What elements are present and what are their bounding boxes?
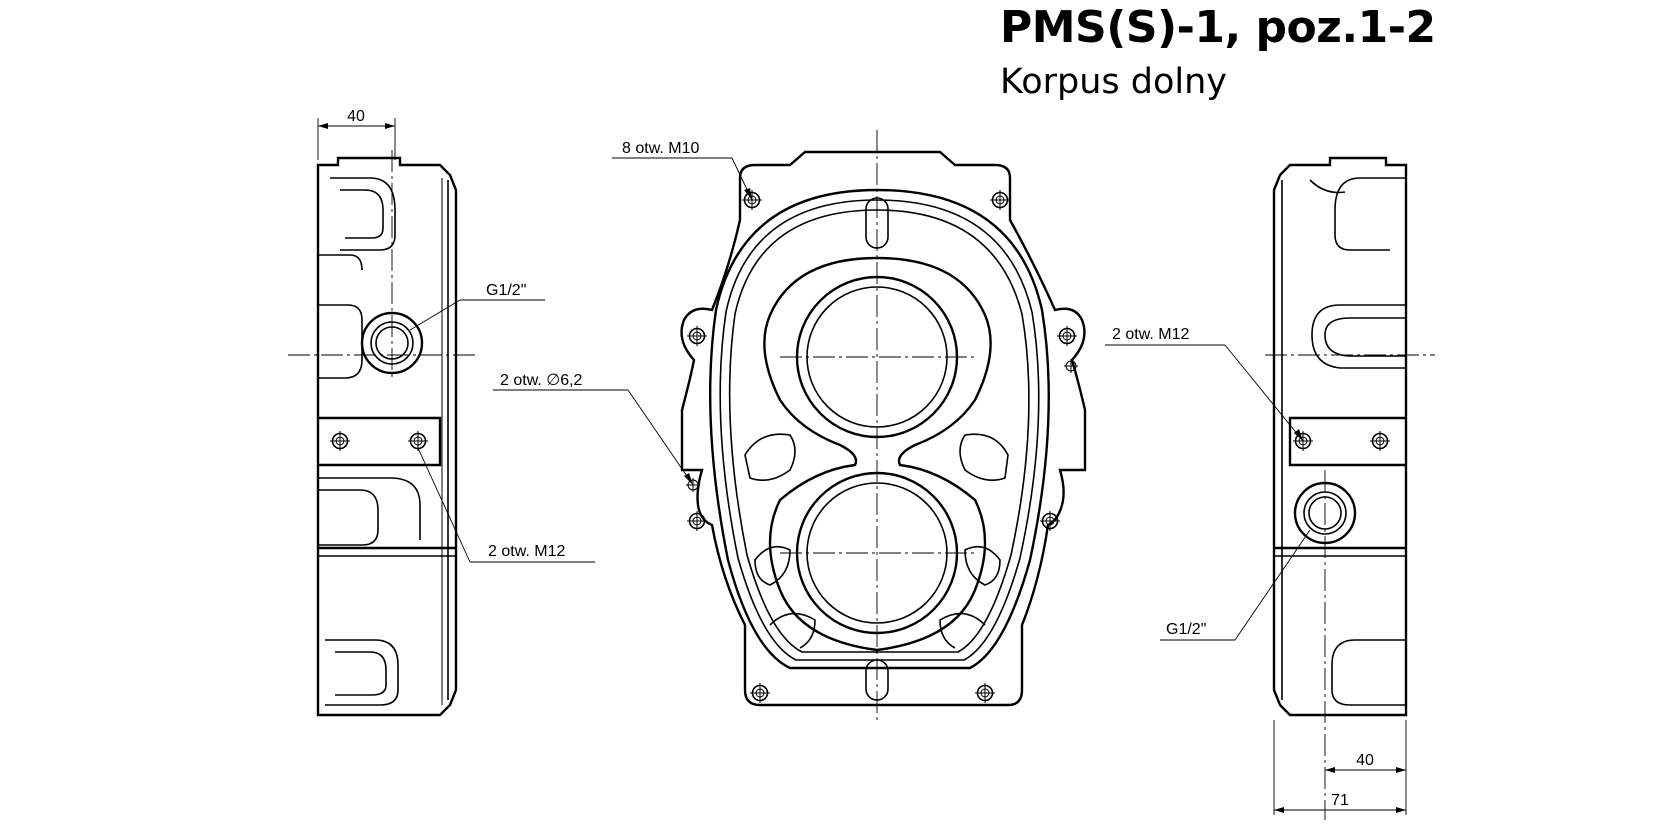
- drawing-subtitle: Korpus dolny: [1000, 62, 1228, 102]
- drawing-title: PMS(S)-1, poz.1-2: [1000, 2, 1436, 53]
- front-view: 8 otw. M10 2 otw. ∅6,2: [493, 130, 1087, 720]
- right-dim-71: 71: [1331, 792, 1349, 809]
- left-side-view: 40 G1/2" 2 otw. M12: [288, 108, 595, 717]
- right-side-view: 2 otw. M12 G1/2" 40 71: [1105, 156, 1435, 820]
- front-pin-holes-label: 2 otw. ∅6,2: [500, 372, 583, 389]
- front-bolt-holes-label: 8 otw. M10: [622, 140, 699, 157]
- left-port-label: G1/2": [486, 282, 526, 299]
- right-holes-label: 2 otw. M12: [1112, 326, 1189, 343]
- left-holes-label: 2 otw. M12: [488, 543, 565, 560]
- right-port-label: G1/2": [1166, 621, 1206, 638]
- right-dim-40: 40: [1356, 752, 1374, 769]
- left-dim-40: 40: [347, 108, 365, 125]
